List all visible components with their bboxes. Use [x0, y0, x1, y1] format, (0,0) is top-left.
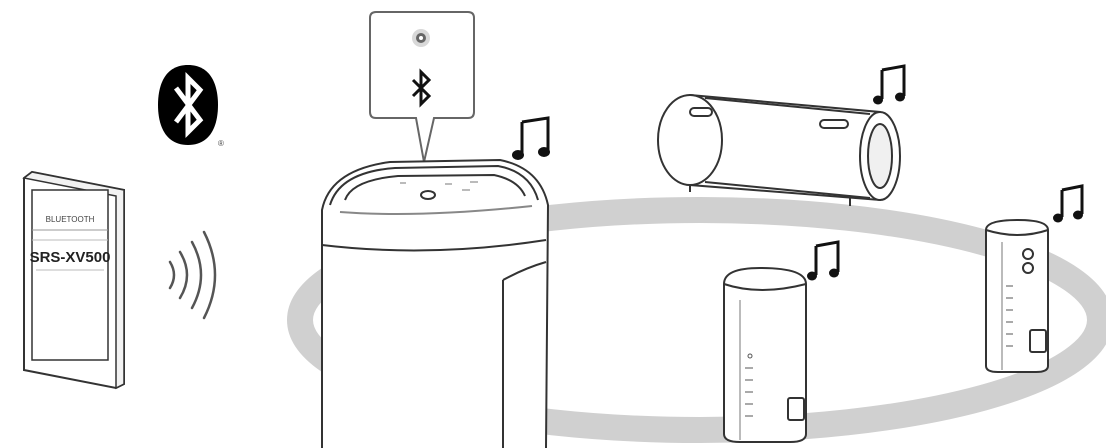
music-note-icon — [807, 242, 839, 281]
phone-header-label: BLUETOOTH — [46, 215, 95, 224]
small-speaker-center — [724, 268, 806, 442]
music-note-icon — [512, 118, 550, 160]
phone-device-name: SRS-XV500 — [30, 249, 111, 266]
music-note-icon — [1053, 186, 1083, 223]
music-note-icon — [873, 66, 905, 105]
small-speaker-right — [986, 220, 1048, 372]
signal-waves-icon — [170, 232, 215, 318]
smartphone: BLUETOOTH SRS-XV500 — [24, 172, 124, 388]
bluetooth-logo-icon: ® — [158, 65, 224, 148]
indicator-callout — [370, 12, 474, 162]
registered-mark: ® — [218, 139, 224, 148]
cylinder-speaker — [658, 95, 900, 206]
main-speaker — [322, 160, 548, 448]
